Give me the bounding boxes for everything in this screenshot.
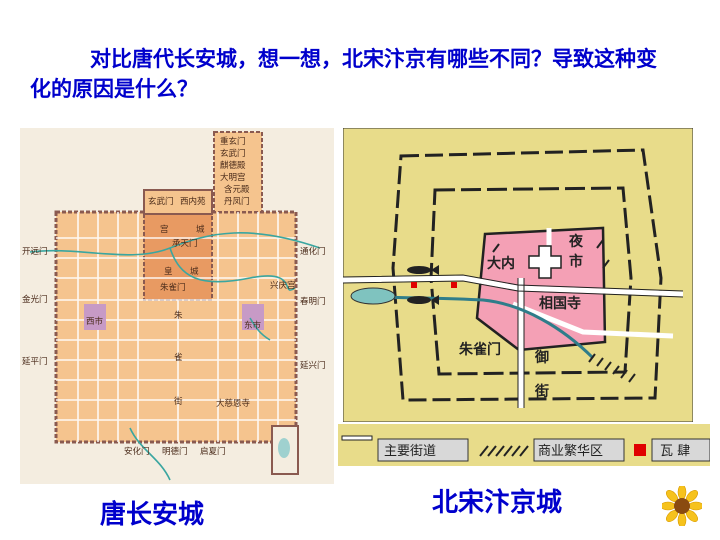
palace-icon bbox=[528, 245, 562, 279]
wasi-marker bbox=[451, 282, 457, 288]
caption-tang: 唐长安城 bbox=[100, 500, 205, 530]
canals bbox=[29, 232, 321, 481]
label-yanxing: 延兴门 bbox=[300, 360, 326, 371]
river bbox=[352, 294, 595, 360]
label-chunming: 春明门 bbox=[300, 296, 326, 307]
label-xuanwu: 玄武门 bbox=[220, 148, 246, 159]
legend-wasi-box bbox=[651, 438, 710, 462]
label-jie: 街 bbox=[174, 396, 183, 407]
label-ye: 夜 bbox=[568, 233, 584, 250]
label-xuanwu2: 玄武门 bbox=[148, 196, 174, 207]
label-jie: 街 bbox=[534, 383, 549, 400]
legend-hatch-icon bbox=[479, 445, 529, 457]
palace-block bbox=[143, 211, 213, 301]
label-yu: 御 bbox=[534, 349, 549, 366]
label-hanyuan: 含元殿 bbox=[224, 184, 250, 195]
label-danfeng: 丹凤门 bbox=[224, 196, 250, 207]
map-legend: 主要街道 商业繁华区 瓦 肆 bbox=[338, 424, 710, 466]
song-bianjing-map: 夜 市 大内 相国寺 朱雀门 御 街 bbox=[343, 128, 693, 422]
label-chengtian: 承天门 bbox=[172, 238, 198, 249]
label-chongxuan: 重玄门 bbox=[220, 136, 246, 147]
west-market bbox=[84, 304, 106, 330]
daming-palace bbox=[213, 131, 263, 213]
street-edges bbox=[343, 274, 684, 408]
label-zhuque: 朱雀门 bbox=[459, 341, 501, 358]
label-qixia: 启夏门 bbox=[200, 446, 226, 457]
main-streets bbox=[343, 228, 684, 408]
fish-icons bbox=[407, 265, 439, 305]
label-xishi: 西市 bbox=[86, 316, 104, 327]
outer-wall bbox=[391, 148, 663, 402]
label-cheng-a: 城 bbox=[196, 225, 205, 235]
tang-changan-map: 重玄门 玄武门 麒德殿 大明宫 含元殿 丹凤门 玄武门 西内苑 宫 城 承天门 … bbox=[20, 128, 334, 484]
legend-red-square bbox=[634, 444, 646, 456]
label-kaiyuan: 开远门 bbox=[22, 246, 48, 257]
label-xingqing: 兴庆宫 bbox=[270, 280, 296, 291]
legend-commercial-box bbox=[533, 438, 625, 462]
label-tonghua: 通化门 bbox=[300, 246, 326, 257]
east-market bbox=[242, 304, 264, 330]
label-dayan: 大慈恩寺 bbox=[216, 398, 251, 409]
lake bbox=[350, 287, 396, 305]
caption-song: 北宋汴京城 bbox=[432, 488, 563, 518]
label-zhu: 朱 bbox=[174, 310, 183, 321]
label-xiangguo: 相国寺 bbox=[539, 295, 581, 312]
label-daming: 大明宫 bbox=[220, 172, 246, 183]
sunflower-icon bbox=[662, 486, 702, 526]
label-huang: 皇 bbox=[164, 266, 173, 277]
pond-water bbox=[278, 438, 290, 458]
label-shi: 市 bbox=[569, 253, 583, 270]
label-anhua: 安化门 bbox=[124, 446, 150, 457]
legend-main-street: 主要街道 bbox=[384, 444, 436, 459]
label-zhuque: 朱雀门 bbox=[160, 282, 186, 293]
legend-street-box bbox=[377, 438, 469, 462]
label-yanping: 延平门 bbox=[22, 356, 48, 367]
label-gong: 宫 bbox=[160, 224, 169, 235]
label-cheng-b: 城 bbox=[190, 267, 199, 277]
label-dongshi: 东市 bbox=[244, 320, 262, 331]
label-jinguang: 金光门 bbox=[22, 294, 48, 305]
legend-wasi: 瓦 肆 bbox=[660, 444, 690, 459]
question-text: 对比唐代长安城，想一想，北宋汴京有哪些不同？导致这种变化的原因是什么？ bbox=[30, 47, 657, 101]
legend-street-swatch bbox=[341, 435, 373, 441]
label-qilin: 麒德殿 bbox=[220, 160, 246, 171]
commercial-hatch bbox=[492, 239, 636, 383]
wasi-marker bbox=[411, 282, 417, 288]
label-danei: 大内 bbox=[487, 255, 515, 272]
xinei-park bbox=[143, 189, 213, 215]
legend-commercial: 商业繁华区 bbox=[538, 443, 603, 459]
label-mingde: 明德门 bbox=[162, 446, 188, 457]
label-que: 雀 bbox=[174, 352, 183, 363]
label-xinei: 西内苑 bbox=[180, 196, 206, 207]
